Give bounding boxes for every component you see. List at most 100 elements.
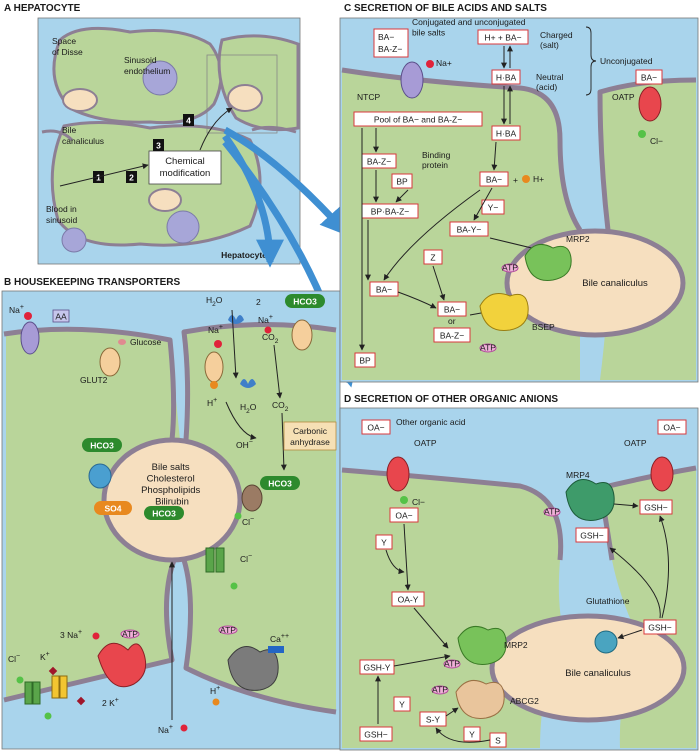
- step-badge-3: [153, 139, 164, 151]
- label-na-b1: Na+: [9, 304, 24, 315]
- oa-box-mid: [389, 507, 419, 523]
- canal-contents: Bile salts Cholesterol Phospholipids Bil…: [141, 462, 203, 508]
- svg-text:ATP: ATP: [432, 685, 448, 695]
- svg-text:BA-Y−: BA-Y−: [457, 225, 482, 235]
- svg-text:Y: Y: [469, 730, 475, 740]
- y-box-3: [463, 726, 481, 742]
- svg-text:ATP: ATP: [502, 263, 518, 273]
- gsh-box-mrp4: [575, 527, 609, 543]
- svg-text:Y: Y: [381, 538, 387, 548]
- svg-text:H+ + BA−: H+ + BA−: [484, 33, 521, 43]
- h-ba-charged-box: [477, 29, 529, 45]
- svg-text:OA−: OA−: [663, 423, 680, 433]
- panel-c-title: C SECRETION OF BILE ACIDS AND SALTS: [344, 3, 547, 14]
- label-charged-salt: Charged(salt): [540, 30, 573, 50]
- label-mrp2-c: MRP2: [566, 234, 590, 244]
- oa-box-right: [657, 419, 687, 435]
- svg-text:HCO3: HCO3: [152, 509, 176, 519]
- ba-box-mid: [479, 171, 509, 187]
- label-unconjugated: Unconjugated: [600, 56, 653, 66]
- label-oatp-d2: OATP: [624, 438, 647, 448]
- bp-box-bottom: [354, 352, 376, 368]
- h-ba-box-2: [491, 125, 521, 141]
- svg-text:BP: BP: [396, 177, 408, 187]
- cl-channel: [205, 547, 215, 573]
- label-neutral-acid: Neutral(acid): [536, 72, 564, 92]
- atp-icon: ATP: [501, 263, 519, 273]
- pool-box: [353, 111, 483, 127]
- svg-text:ATP: ATP: [122, 629, 138, 639]
- svg-text:BA-Z−: BA-Z−: [367, 157, 391, 167]
- svg-text:BA−: BA−: [378, 32, 394, 42]
- hco3-badge-right: [260, 476, 300, 490]
- svg-text:+: +: [513, 175, 518, 185]
- label-cl-b2: Cl−: [240, 553, 252, 564]
- cell-left: [6, 329, 180, 700]
- bile-canaliculus-shape: [227, 84, 263, 112]
- atp-icon: ATP: [120, 629, 140, 639]
- carbonic-anhydrase-box: [283, 421, 337, 451]
- svg-text:1: 1: [96, 173, 101, 183]
- y-box-2: [393, 696, 411, 712]
- svg-text:4: 4: [186, 116, 191, 126]
- svg-text:BP·BA-Z−: BP·BA-Z−: [371, 207, 410, 217]
- abcg2-transporter: [455, 679, 505, 719]
- label-h-plus-b: H+: [207, 397, 217, 408]
- gsh-box-bottom: [359, 726, 393, 742]
- highlight-box: [206, 54, 278, 134]
- z-box: [423, 249, 443, 265]
- oa-y-box: [391, 591, 425, 607]
- mrp2-transporter-d: [457, 625, 507, 665]
- svg-text:SO4: SO4: [104, 504, 121, 514]
- ba-box-oatp: [635, 69, 663, 85]
- so4-badge: [94, 501, 132, 515]
- svg-text:H·BA: H·BA: [496, 73, 517, 83]
- label-2-k: 2 K+: [102, 697, 119, 708]
- label-na-b2: Na+: [208, 324, 223, 335]
- svg-text:BA-Z−: BA-Z−: [378, 44, 402, 54]
- svg-text:AA: AA: [55, 312, 67, 322]
- gsh-transporter: [594, 630, 618, 654]
- bile-canaliculus-d: [489, 613, 687, 723]
- atp-icon: ATP: [479, 343, 497, 353]
- label-other-organic-acid: Other organic acid: [396, 417, 466, 427]
- svg-text:GSH-Y: GSH-Y: [364, 663, 391, 673]
- cell-right: [182, 324, 336, 712]
- svg-text:HCO3: HCO3: [90, 441, 114, 451]
- svg-text:ATP: ATP: [544, 507, 560, 517]
- ba-box-top: [373, 28, 409, 58]
- label-cl-b1: Cl−: [242, 516, 254, 527]
- svg-text:Y−: Y−: [488, 203, 499, 213]
- svg-text:GSH−: GSH−: [580, 531, 603, 541]
- glucose-molecule: [118, 339, 126, 345]
- label-oatp-c: OATP: [612, 92, 635, 102]
- water-drop-icon: [240, 379, 256, 388]
- label-oatp-d1: OATP: [414, 438, 437, 448]
- na-k-atpase: [97, 642, 147, 688]
- label-3-na: 3 Na+: [60, 629, 82, 640]
- gsh-box-glut: [643, 619, 677, 635]
- panel-d: D SECRETION OF OTHER ORGANIC ANIONS Bile…: [339, 394, 699, 751]
- cl-channel: [24, 681, 33, 705]
- bile-canaliculus-shape: [62, 88, 98, 112]
- svg-text:OA−: OA−: [395, 511, 412, 521]
- panel-a-title: A HEPATOCYTE: [4, 3, 81, 14]
- svg-text:GSH−: GSH−: [648, 623, 671, 633]
- y-minus-box: [481, 199, 505, 215]
- nucleus: [142, 60, 178, 96]
- ca-atpase: [227, 646, 279, 691]
- svg-text:HCO3: HCO3: [293, 297, 317, 307]
- label-hepatocyte: Hepatocyte: [221, 250, 267, 260]
- bile-canaliculus-b: [101, 437, 243, 563]
- y-box-1: [375, 534, 393, 550]
- step-badge-4: [183, 114, 194, 126]
- panel-b: B HOUSEKEEPING TRANSPORTERS Bile salts C…: [1, 277, 341, 750]
- na-ion: [214, 340, 222, 348]
- atp-icon: ATP: [431, 685, 449, 695]
